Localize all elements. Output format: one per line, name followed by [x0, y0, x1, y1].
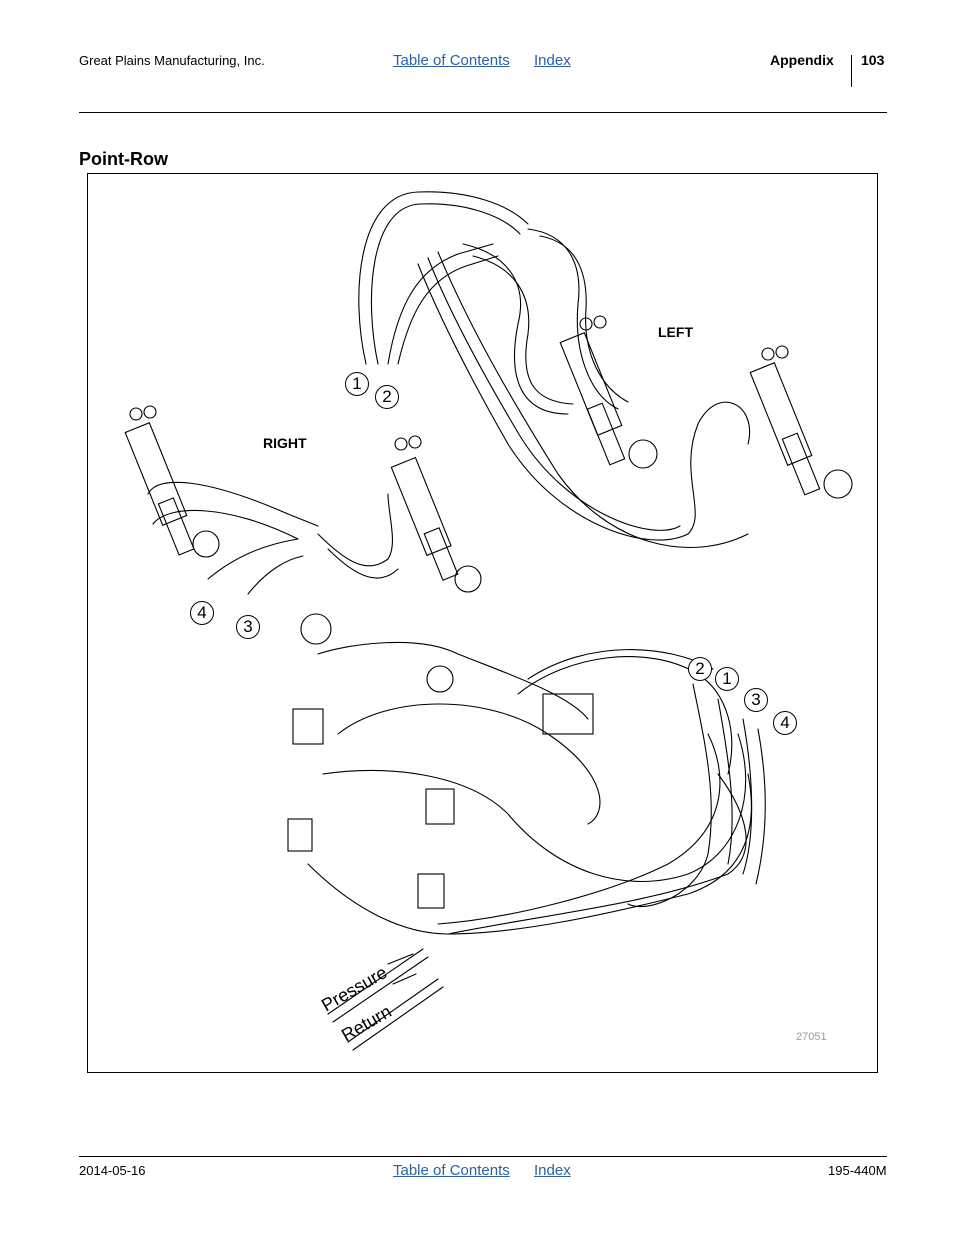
hydraulic-diagram: Pressure Return LEFT RIGHT 1 2 4 3 2 1 3…	[87, 173, 878, 1073]
figure-number: 27051	[796, 1031, 827, 1043]
hose-routing-drawing: Pressure Return	[124, 191, 853, 1051]
company-name: Great Plains Manufacturing, Inc.	[79, 53, 265, 68]
callout-valve-1: 1	[715, 667, 739, 691]
footer-date: 2014-05-16	[79, 1163, 146, 1178]
return-label: Return	[338, 1001, 395, 1045]
header-divider	[851, 55, 852, 87]
section-name: Appendix	[770, 52, 834, 68]
header-rule	[79, 112, 887, 113]
header-index-link[interactable]: Index	[534, 52, 571, 69]
header-toc-link[interactable]: Table of Contents	[393, 52, 510, 69]
footer-rule	[79, 1156, 887, 1157]
page-number: 103	[861, 52, 885, 68]
section-title: Point-Row	[79, 149, 168, 169]
callout-right-4: 4	[190, 601, 214, 625]
callout-valve-4: 4	[773, 711, 797, 735]
callout-top-2: 2	[375, 385, 399, 409]
left-side-label: LEFT	[658, 324, 693, 340]
footer-toc-link[interactable]: Table of Contents	[393, 1162, 510, 1179]
footer-index-link[interactable]: Index	[534, 1162, 571, 1179]
callout-valve-2: 2	[688, 657, 712, 681]
callout-valve-3: 3	[744, 688, 768, 712]
right-side-label: RIGHT	[263, 435, 307, 451]
callout-top-1: 1	[345, 372, 369, 396]
footer-doc-number: 195-440M	[828, 1163, 887, 1178]
callout-right-3: 3	[236, 615, 260, 639]
